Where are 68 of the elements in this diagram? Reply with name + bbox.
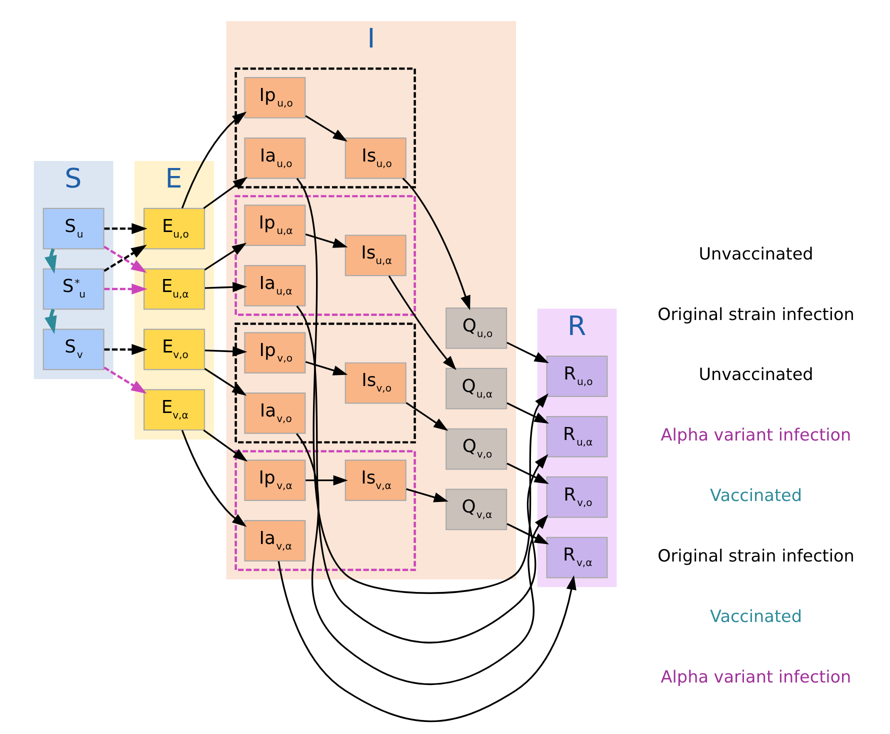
arrow [181,430,247,527]
arrow [44,308,57,334]
arrow [305,361,348,376]
cluster [234,68,416,188]
node-box: Ip$_{u,α}$ [244,204,306,246]
node-box: Q$_{v,α}$ [446,488,508,530]
arrow [296,433,548,686]
arrow [104,344,148,355]
arrow [104,366,147,394]
arrow [506,402,549,424]
node-box: Ip$_{u,o}$ [244,77,306,118]
arrow [305,115,348,142]
arrow [181,112,247,209]
arrow [203,430,248,462]
node-box: Ia$_{v,α}$ [244,520,306,562]
arrow [204,282,248,292]
node-box: R$_{v,α}$ [546,536,608,578]
node-box: R$_{u,o}$ [546,356,608,397]
label: Vaccinated [710,485,802,506]
node-box: Q$_{u,α}$ [446,368,508,410]
arrow [305,234,348,248]
node-box: S$_{u}$ [42,208,104,250]
arrow [406,488,448,502]
arrow [506,523,549,544]
node-box: E$_{v,α}$ [144,389,206,431]
label: Unvaccinated [698,364,814,384]
node-box: S$_{v}$ [42,328,104,370]
node-box: Q$_{u,o}$ [446,308,508,349]
node-box: Ia$_{u,o}$ [244,137,306,179]
arrow [506,342,549,364]
label: Unvaccinated [698,243,814,264]
node-box: E$_{v,o}$ [144,328,206,370]
arrow [104,284,148,295]
label: Alpha variant infection [660,666,852,686]
label: Original strain infection [658,304,854,324]
cluster [234,322,416,444]
arrow [402,178,470,310]
arrow [306,475,348,486]
node-box: Is$_{u,α}$ [344,234,406,276]
node-box: R$_{v,o}$ [546,476,608,518]
arrow [506,462,549,484]
arrow [104,223,148,234]
node-box: Is$_{v,α}$ [344,460,406,502]
node-box: E$_{u,o}$ [144,208,206,250]
node-box: Ip$_{v,α}$ [244,460,306,502]
arrow [296,178,548,594]
node-box: Ip$_{v,o}$ [244,332,306,374]
node-box: Is$_{v,o}$ [344,362,406,404]
arrow [278,561,576,722]
node-box: Is$_{u,o}$ [344,137,406,179]
label: Original strain infection [658,545,854,566]
arrow [203,176,248,209]
arrow [406,402,448,431]
node-box: E$_{u,α}$ [144,268,206,310]
node-box: R$_{u,α}$ [546,416,608,458]
cluster [234,450,416,571]
arrow [204,368,247,396]
node-box: Ia$_{v,o}$ [244,392,306,434]
arrow [296,306,548,644]
label: Alpha variant infection [660,424,852,445]
arrow [204,346,248,356]
arrow [44,248,57,274]
label: Vaccinated [710,606,802,626]
arrow [388,276,456,370]
cluster [234,195,416,316]
arrow [204,242,247,271]
node-box: Ia$_{u,α}$ [244,265,306,306]
node-box: Q$_{v,o}$ [446,428,508,470]
